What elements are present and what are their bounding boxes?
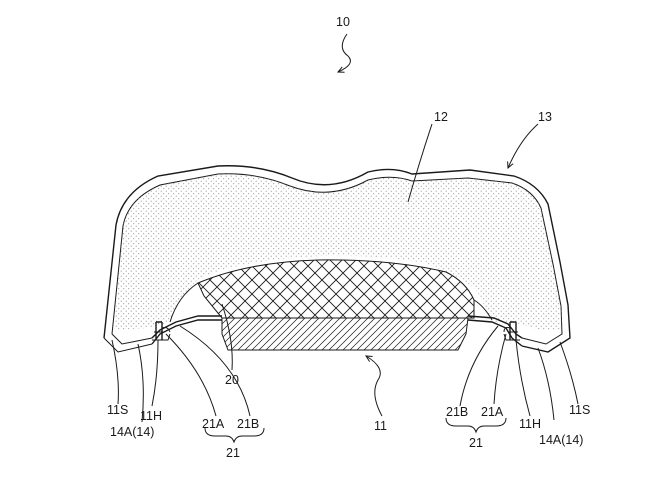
label-left-14A: 14A(14) — [110, 425, 154, 439]
pan-plate — [221, 317, 469, 351]
leader-11 — [366, 356, 383, 417]
leader-left-21B — [179, 325, 251, 417]
leader-right-14A — [537, 347, 555, 421]
label-left-21B: 21B — [237, 417, 259, 431]
label-right-14A: 14A(14) — [539, 433, 583, 447]
leader-12 — [407, 123, 433, 203]
label-left-11H: 11H — [140, 409, 162, 423]
label-pad-member-20: 20 — [225, 373, 239, 387]
cover-left-edge — [103, 333, 153, 353]
pad-member — [197, 259, 475, 319]
leader-right-21B — [459, 325, 499, 407]
right-clip — [503, 321, 520, 341]
label-assembly-10: 10 — [336, 15, 350, 29]
left-clip — [152, 321, 171, 341]
label-cover-13: 13 — [538, 110, 552, 124]
leader-10 — [338, 33, 351, 72]
leader-left-21A — [165, 333, 217, 417]
right-brace-21 — [445, 417, 507, 434]
cover-outer-line — [103, 165, 571, 353]
leader-13 — [508, 123, 539, 168]
leader-20 — [221, 303, 233, 371]
leader-left-11H — [151, 339, 159, 407]
leader-left-11S — [111, 339, 119, 405]
label-left-11S: 11S — [107, 403, 128, 417]
leader-right-21A — [493, 333, 507, 405]
label-right-11H: 11H — [519, 417, 541, 431]
leader-right-11S — [559, 341, 579, 405]
cushion-pad — [114, 173, 562, 330]
leader-left-14A — [137, 343, 144, 423]
label-cushion-pad-12: 12 — [434, 110, 448, 124]
label-pan-11: 11 — [374, 419, 387, 433]
left-brace-21 — [204, 427, 265, 444]
pan-flange-left — [151, 315, 222, 345]
label-right-21B: 21B — [446, 405, 468, 419]
label-left-21A: 21A — [202, 417, 225, 431]
label-right-21A: 21A — [481, 405, 504, 419]
leader-right-11H — [515, 339, 531, 417]
label-left-21: 21 — [226, 446, 240, 460]
label-right-11S: 11S — [569, 403, 590, 417]
label-right-21: 21 — [469, 436, 483, 450]
